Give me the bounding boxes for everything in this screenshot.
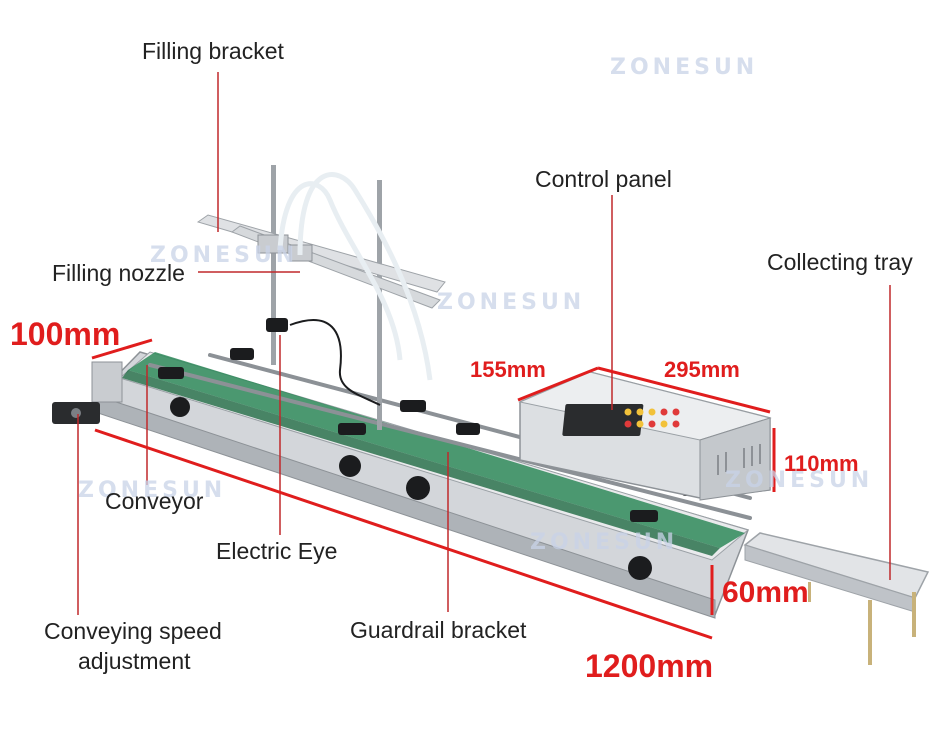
dimension-length: 1200mm bbox=[585, 648, 714, 684]
dimension-panel-height: 110mm bbox=[784, 451, 859, 476]
label-control-panel: Control panel bbox=[535, 166, 672, 192]
dimension-panel-length: 295mm bbox=[664, 357, 740, 382]
watermark: ZONESUN bbox=[610, 55, 759, 80]
dimension-belt-height: 60mm bbox=[722, 576, 809, 609]
filling-bracket bbox=[196, 165, 446, 430]
control-buttons bbox=[624, 408, 680, 428]
label-electric-eye: Electric Eye bbox=[216, 538, 338, 564]
speed-adjustment-box bbox=[52, 402, 100, 424]
watermark: ZONESUN bbox=[150, 243, 299, 268]
dimension-panel-depth: 155mm bbox=[470, 357, 546, 382]
electric-eye-sensor bbox=[266, 318, 381, 406]
filling-tubes bbox=[277, 172, 433, 381]
watermark: ZONESUN bbox=[725, 468, 874, 493]
conveyor-belt bbox=[128, 352, 745, 548]
label-conveyor: Conveyor bbox=[105, 488, 204, 514]
label-adjustment: adjustment bbox=[78, 648, 191, 674]
collecting-tray bbox=[743, 532, 930, 665]
label-filling-bracket: Filling bracket bbox=[142, 38, 284, 64]
label-collecting-tray: Collecting tray bbox=[767, 249, 913, 275]
watermark: ZONESUN bbox=[78, 478, 227, 503]
watermark: ZONESUN bbox=[530, 530, 679, 555]
watermark: ZONESUN bbox=[437, 290, 586, 315]
label-filling-nozzle: Filling nozzle bbox=[52, 260, 185, 286]
dimension-lines bbox=[91, 338, 776, 640]
leader-lines bbox=[77, 72, 891, 615]
dimension-width: 100mm bbox=[10, 316, 121, 352]
label-guardrail-bracket: Guardrail bracket bbox=[350, 617, 527, 643]
label-conveying-speed: Conveying speed bbox=[44, 618, 222, 644]
